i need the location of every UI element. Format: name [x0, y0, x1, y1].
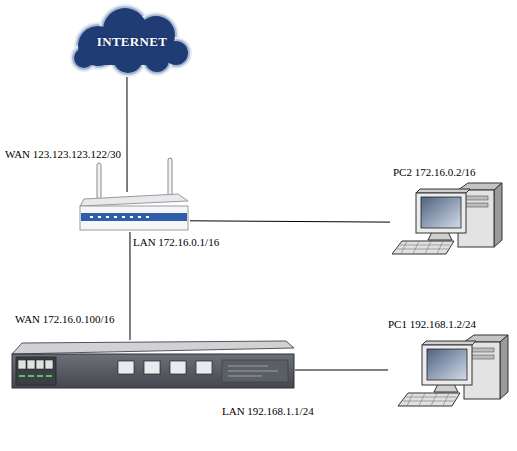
router-device: WAN 123.123.123.122/30LAN 172.16.0.1/16: [78, 192, 190, 232]
network-link: [190, 221, 390, 222]
internet-cloud: [71, 5, 191, 76]
front-panel-marks: [228, 366, 278, 376]
lan-port: [27, 360, 35, 369]
firewall-front: [12, 354, 294, 388]
firewall-top: [12, 341, 294, 354]
lan-port: [18, 360, 26, 369]
cloud-label: INTERNET: [72, 35, 192, 48]
firewall-appliance: [12, 341, 294, 388]
lan-port: [36, 360, 44, 369]
wan-address: WAN 172.16.0.100/16: [15, 313, 175, 326]
port-panel: [16, 357, 56, 385]
network-port: [170, 361, 186, 374]
lan-address: LAN 192.168.1.1/24: [222, 405, 372, 418]
router-antenna: [168, 158, 172, 196]
port-leds: [19, 375, 52, 377]
pc-device: PC1 192.168.1.2/24: [388, 318, 512, 410]
firewall-device: WAN 172.16.0.100/16LAN 192.168.1.1/24: [8, 340, 295, 390]
front-panel: [222, 360, 288, 382]
pc-device: PC2 172.16.0.2/16: [390, 166, 512, 258]
router-leds: [90, 216, 149, 218]
network-link: [126, 77, 127, 192]
internet-cloud: INTERNET: [72, 5, 192, 77]
network-port: [196, 361, 212, 374]
lan-port: [45, 360, 53, 369]
network-port: [118, 361, 134, 374]
network-link: [295, 369, 388, 370]
pc-icon: [392, 183, 502, 254]
wan-address: WAN 123.123.123.122/30: [5, 148, 175, 161]
router-antenna: [97, 163, 101, 199]
pc-address: PC2 172.16.0.2/16: [393, 166, 517, 179]
pc-icon: [398, 335, 508, 406]
lan-address: LAN 172.16.0.1/16: [133, 236, 283, 249]
router-front: [80, 206, 188, 230]
wireless-router: [80, 158, 188, 230]
router-stripe: [81, 213, 187, 221]
cloud-lobe: [74, 48, 94, 68]
network-port: [144, 361, 160, 374]
pc-address: PC1 192.168.1.2/24: [388, 318, 513, 331]
network-link: [129, 232, 130, 340]
router-top: [80, 194, 188, 206]
